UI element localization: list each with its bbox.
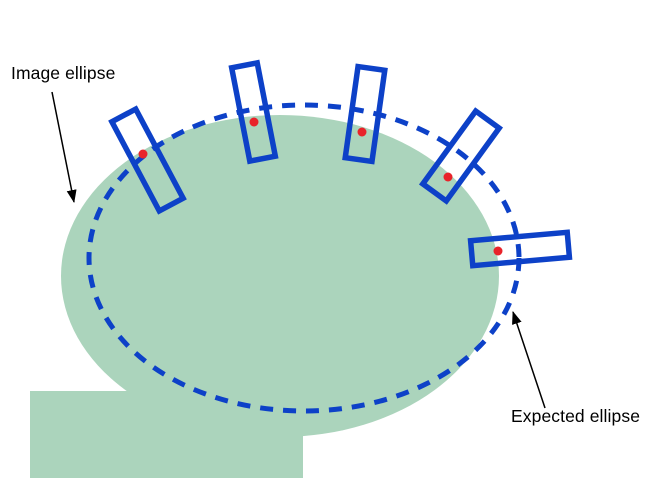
image-blob-rectangle: [30, 391, 303, 478]
expected-ellipse-dashed: [86, 102, 522, 414]
measurement-box-5: [467, 229, 573, 269]
sample-point-2: [249, 117, 259, 127]
measurement-box-3: [342, 63, 388, 165]
measurement-box-4: [418, 107, 504, 205]
sample-point-3: [357, 127, 367, 137]
sample-point-1: [138, 149, 148, 159]
image-ellipse-arrow: [51, 91, 77, 203]
measurement-box-2: [228, 59, 279, 165]
image-ellipse-blob: [61, 115, 499, 437]
measurement-box-1: [108, 105, 187, 215]
image-ellipse-label: Image ellipse: [11, 63, 116, 83]
expected-ellipse-label: Expected ellipse: [511, 406, 641, 426]
sample-point-4: [443, 172, 453, 182]
sample-point-5: [493, 246, 503, 256]
expected-ellipse-arrow: [512, 311, 546, 409]
